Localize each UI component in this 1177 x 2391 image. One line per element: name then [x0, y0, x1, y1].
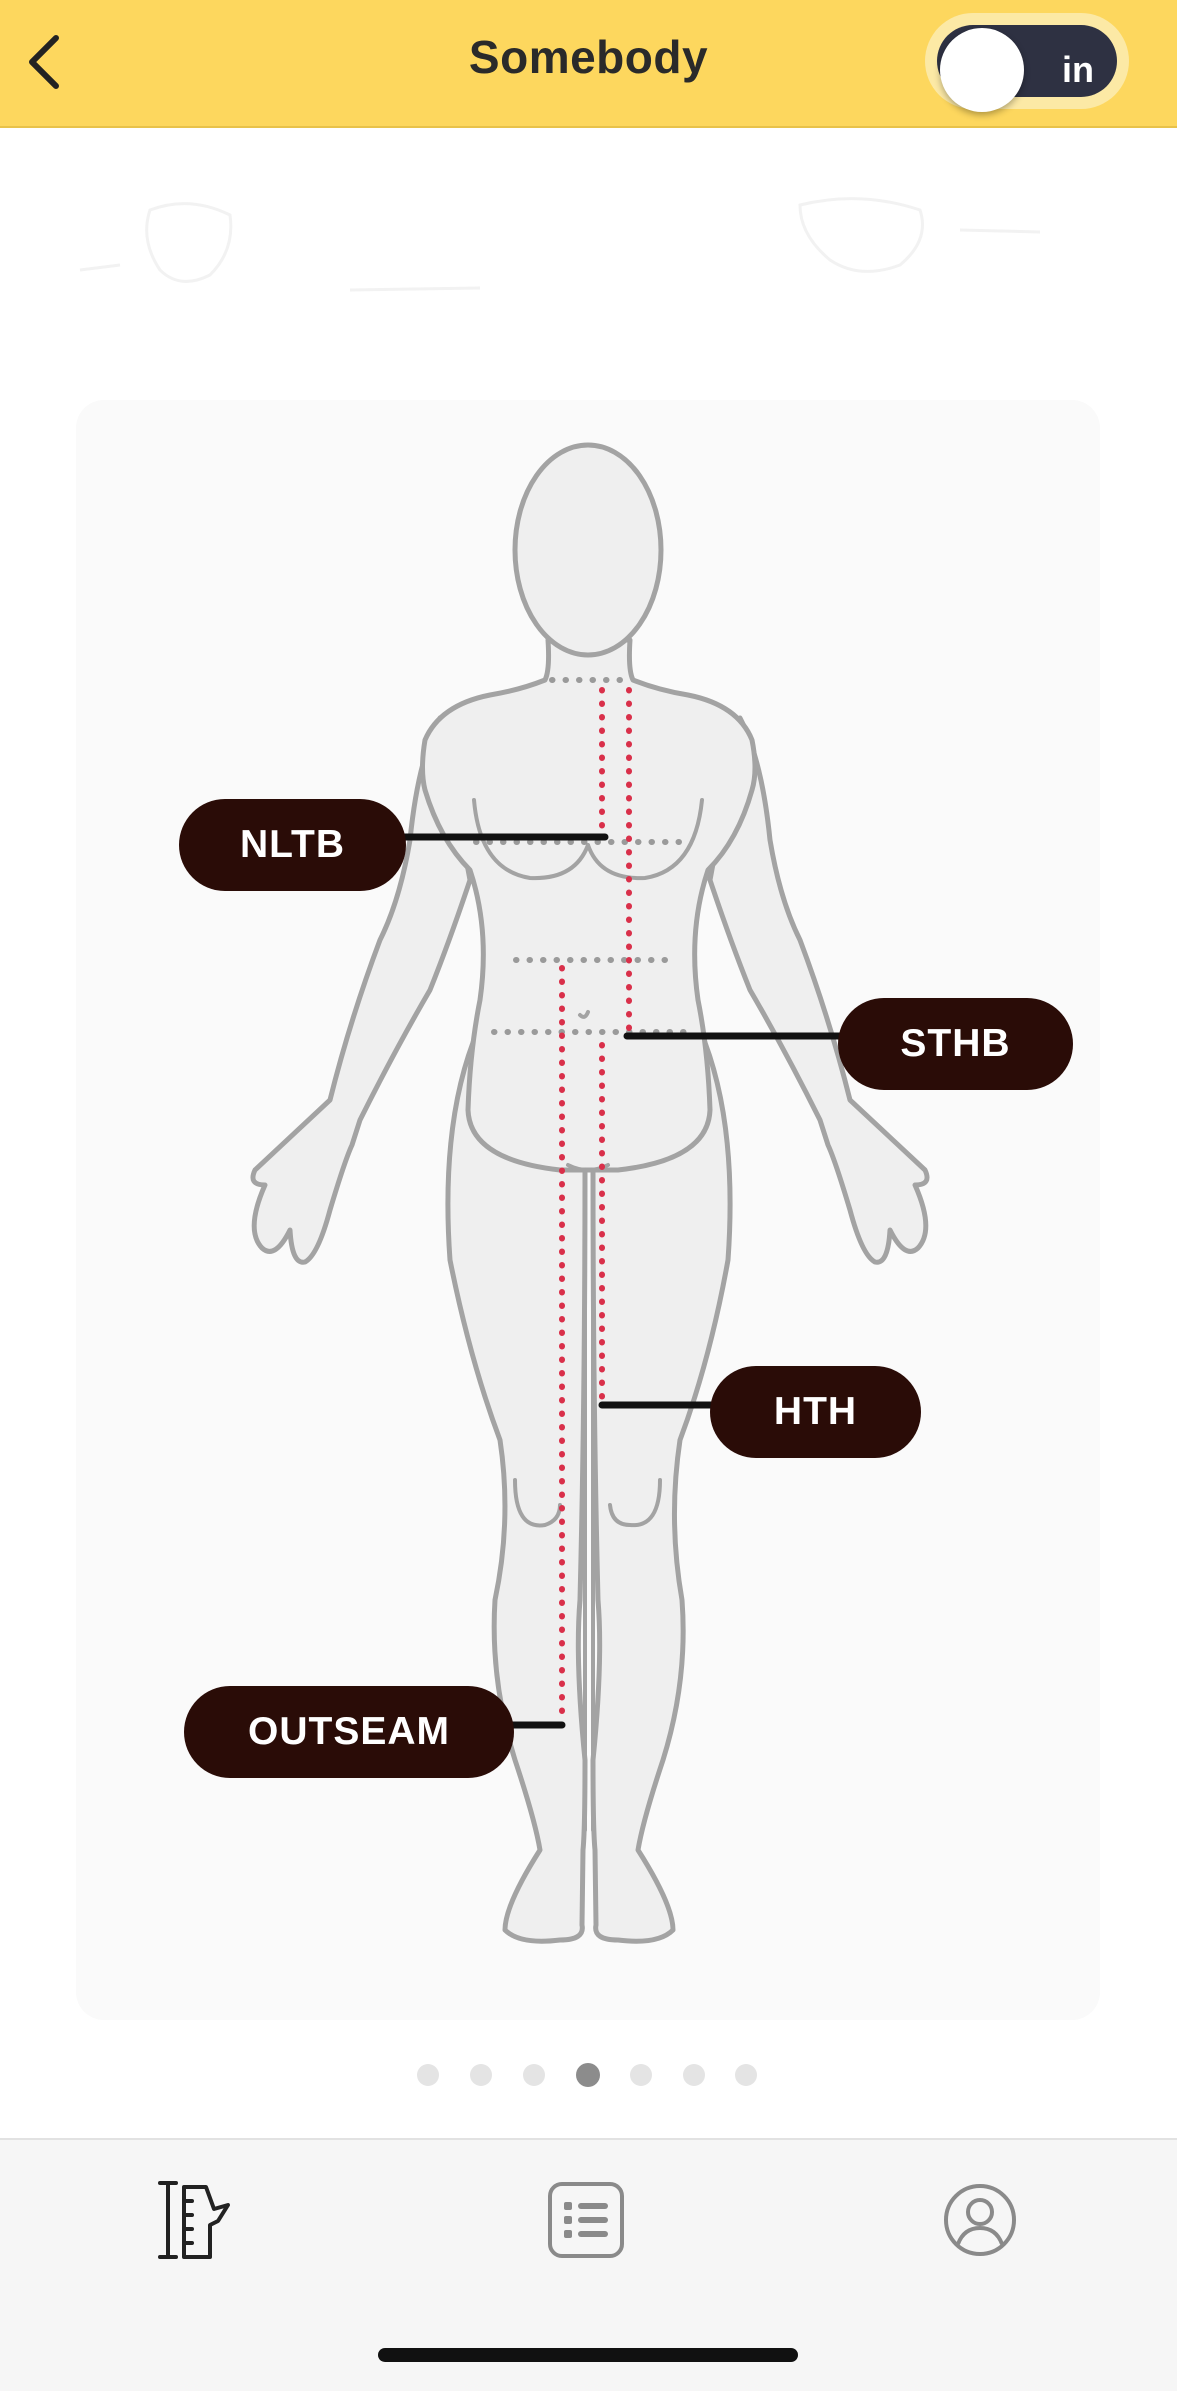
pager-dot[interactable] — [735, 2064, 757, 2086]
pager-dot[interactable] — [470, 2064, 492, 2086]
body-figure-illustration — [250, 442, 930, 1944]
body-figure-card — [76, 400, 1100, 2020]
measuring-tape-icon — [158, 2181, 230, 2259]
tab-list[interactable] — [536, 2170, 636, 2270]
label-nltb-text: NLTB — [239, 823, 346, 866]
unit-toggle-knob[interactable] — [940, 28, 1024, 112]
faded-banner-illustration — [79, 197, 1041, 292]
chevron-left-icon — [29, 35, 59, 89]
unit-toggle-label: in — [1062, 49, 1094, 90]
label-sthb-text: STHB — [900, 1022, 1011, 1065]
pager-dot[interactable] — [683, 2064, 705, 2086]
list-icon — [548, 2182, 624, 2258]
tab-measure[interactable] — [143, 2170, 243, 2270]
back-button[interactable] — [14, 26, 74, 98]
tab-profile[interactable] — [930, 2170, 1030, 2270]
label-sthb[interactable]: STHB — [838, 998, 1073, 1090]
page-title: Somebody — [468, 31, 709, 83]
pager-dot[interactable] — [523, 2064, 545, 2086]
pager-dot[interactable] — [417, 2064, 439, 2086]
label-outseam-text: OUTSEAM — [248, 1710, 450, 1753]
app-header: Somebody in — [0, 0, 1177, 128]
pager-dot-active[interactable] — [576, 2063, 600, 2087]
home-indicator — [378, 2348, 798, 2362]
unit-toggle[interactable]: in — [925, 13, 1129, 112]
label-outseam[interactable]: OUTSEAM — [184, 1686, 514, 1778]
label-hth[interactable]: HTH — [710, 1366, 921, 1458]
label-hth-text: HTH — [773, 1390, 858, 1433]
profile-icon — [944, 2184, 1016, 2256]
pager-dots — [0, 2063, 1177, 2088]
pager-dot[interactable] — [630, 2064, 652, 2086]
label-nltb[interactable]: NLTB — [179, 799, 406, 891]
